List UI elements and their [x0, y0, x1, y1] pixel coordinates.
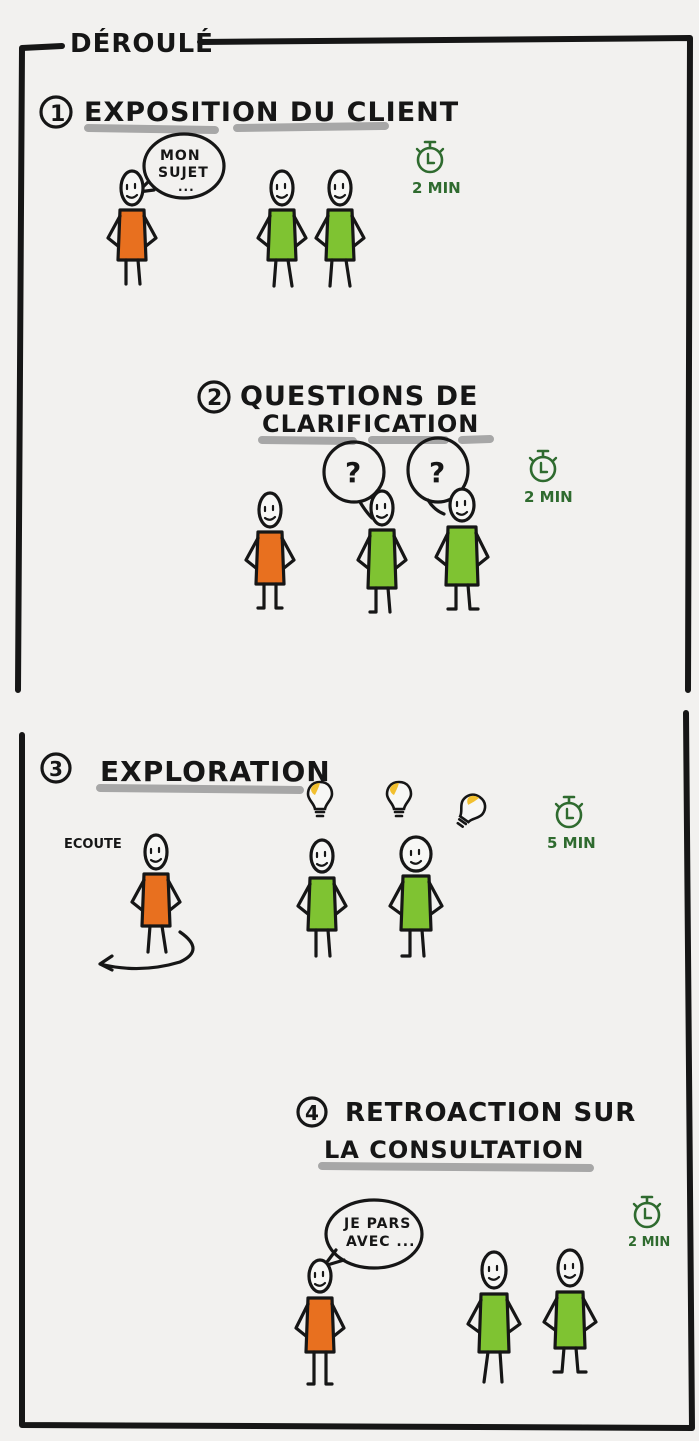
stopwatch-icon [632, 1195, 662, 1229]
step-3-duration: 5 MIN [547, 834, 596, 852]
step-3-title: EXPLORATION [100, 755, 331, 788]
person-consultant [314, 169, 366, 288]
stopwatch-icon [528, 449, 558, 483]
step-4-duration: 2 MIN [628, 1235, 670, 1250]
return-arrow-icon [98, 930, 195, 972]
step-3: 3 EXPLORATION ECOUTE 5 MIN [40, 752, 596, 972]
step-2-number-circle [197, 380, 231, 414]
step-1-number: 1 [50, 102, 66, 127]
step-2-title-line-1: QUESTIONS DE [240, 381, 478, 412]
step-2: 2 QUESTIONS DE CLARIFICATION ? ? 2 MIN [197, 380, 573, 614]
person-client [106, 169, 158, 286]
lightbulb-icon [385, 780, 413, 818]
step-4: 4 RETROACTION SUR LA CONSULTATION JE PAR… [294, 1096, 670, 1386]
step-4-number-circle [296, 1096, 328, 1128]
person-consultant [388, 835, 444, 958]
step-4-title-line-1: RETROACTION SUR [345, 1098, 636, 1128]
step-1-duration: 2 MIN [412, 179, 461, 197]
person-client [130, 833, 182, 954]
thought-bubble-icon [406, 436, 470, 516]
step-2-question-2: ? [429, 456, 446, 489]
step-1-number-circle [39, 95, 73, 129]
stopwatch-icon [415, 140, 445, 174]
step-1-bubble-line-2: SUJET [158, 165, 209, 181]
step-4-bubble-line-2: AVEC ... [346, 1234, 415, 1250]
person-client [244, 491, 296, 610]
step-1-title: EXPOSITION DU CLIENT [84, 97, 459, 128]
step-2-duration: 2 MIN [524, 488, 573, 506]
person-consultant [296, 838, 348, 958]
lightbulb-icon [306, 780, 334, 818]
person-consultant [256, 169, 308, 288]
step-1: 1 EXPOSITION DU CLIENT MON SUJET ... 2 M… [39, 95, 461, 288]
frame-top [15, 35, 693, 693]
step-3-number: 3 [49, 757, 64, 781]
person-consultant [542, 1248, 598, 1374]
step-2-title-line-2: CLARIFICATION [262, 410, 479, 438]
step-4-number: 4 [305, 1101, 320, 1125]
person-consultant [434, 487, 490, 611]
step-4-title-line-2: LA CONSULTATION [324, 1136, 584, 1164]
frame-bottom [19, 710, 695, 1431]
page-title: DÉROULÉ [70, 27, 214, 59]
step-2-number: 2 [207, 386, 223, 411]
lightbulb-icon [449, 788, 491, 834]
step-2-question-1: ? [345, 456, 362, 489]
person-consultant [356, 489, 408, 614]
step-3-listening-label: ECOUTE [64, 837, 122, 852]
step-1-bubble-line-3: ... [178, 180, 195, 194]
stopwatch-icon [554, 795, 584, 829]
person-client [294, 1258, 346, 1386]
person-consultant [466, 1250, 522, 1384]
step-3-number-circle [40, 752, 72, 784]
step-4-bubble-line-1: JE PARS [343, 1216, 411, 1232]
step-1-bubble-line-1: MON [160, 148, 201, 164]
